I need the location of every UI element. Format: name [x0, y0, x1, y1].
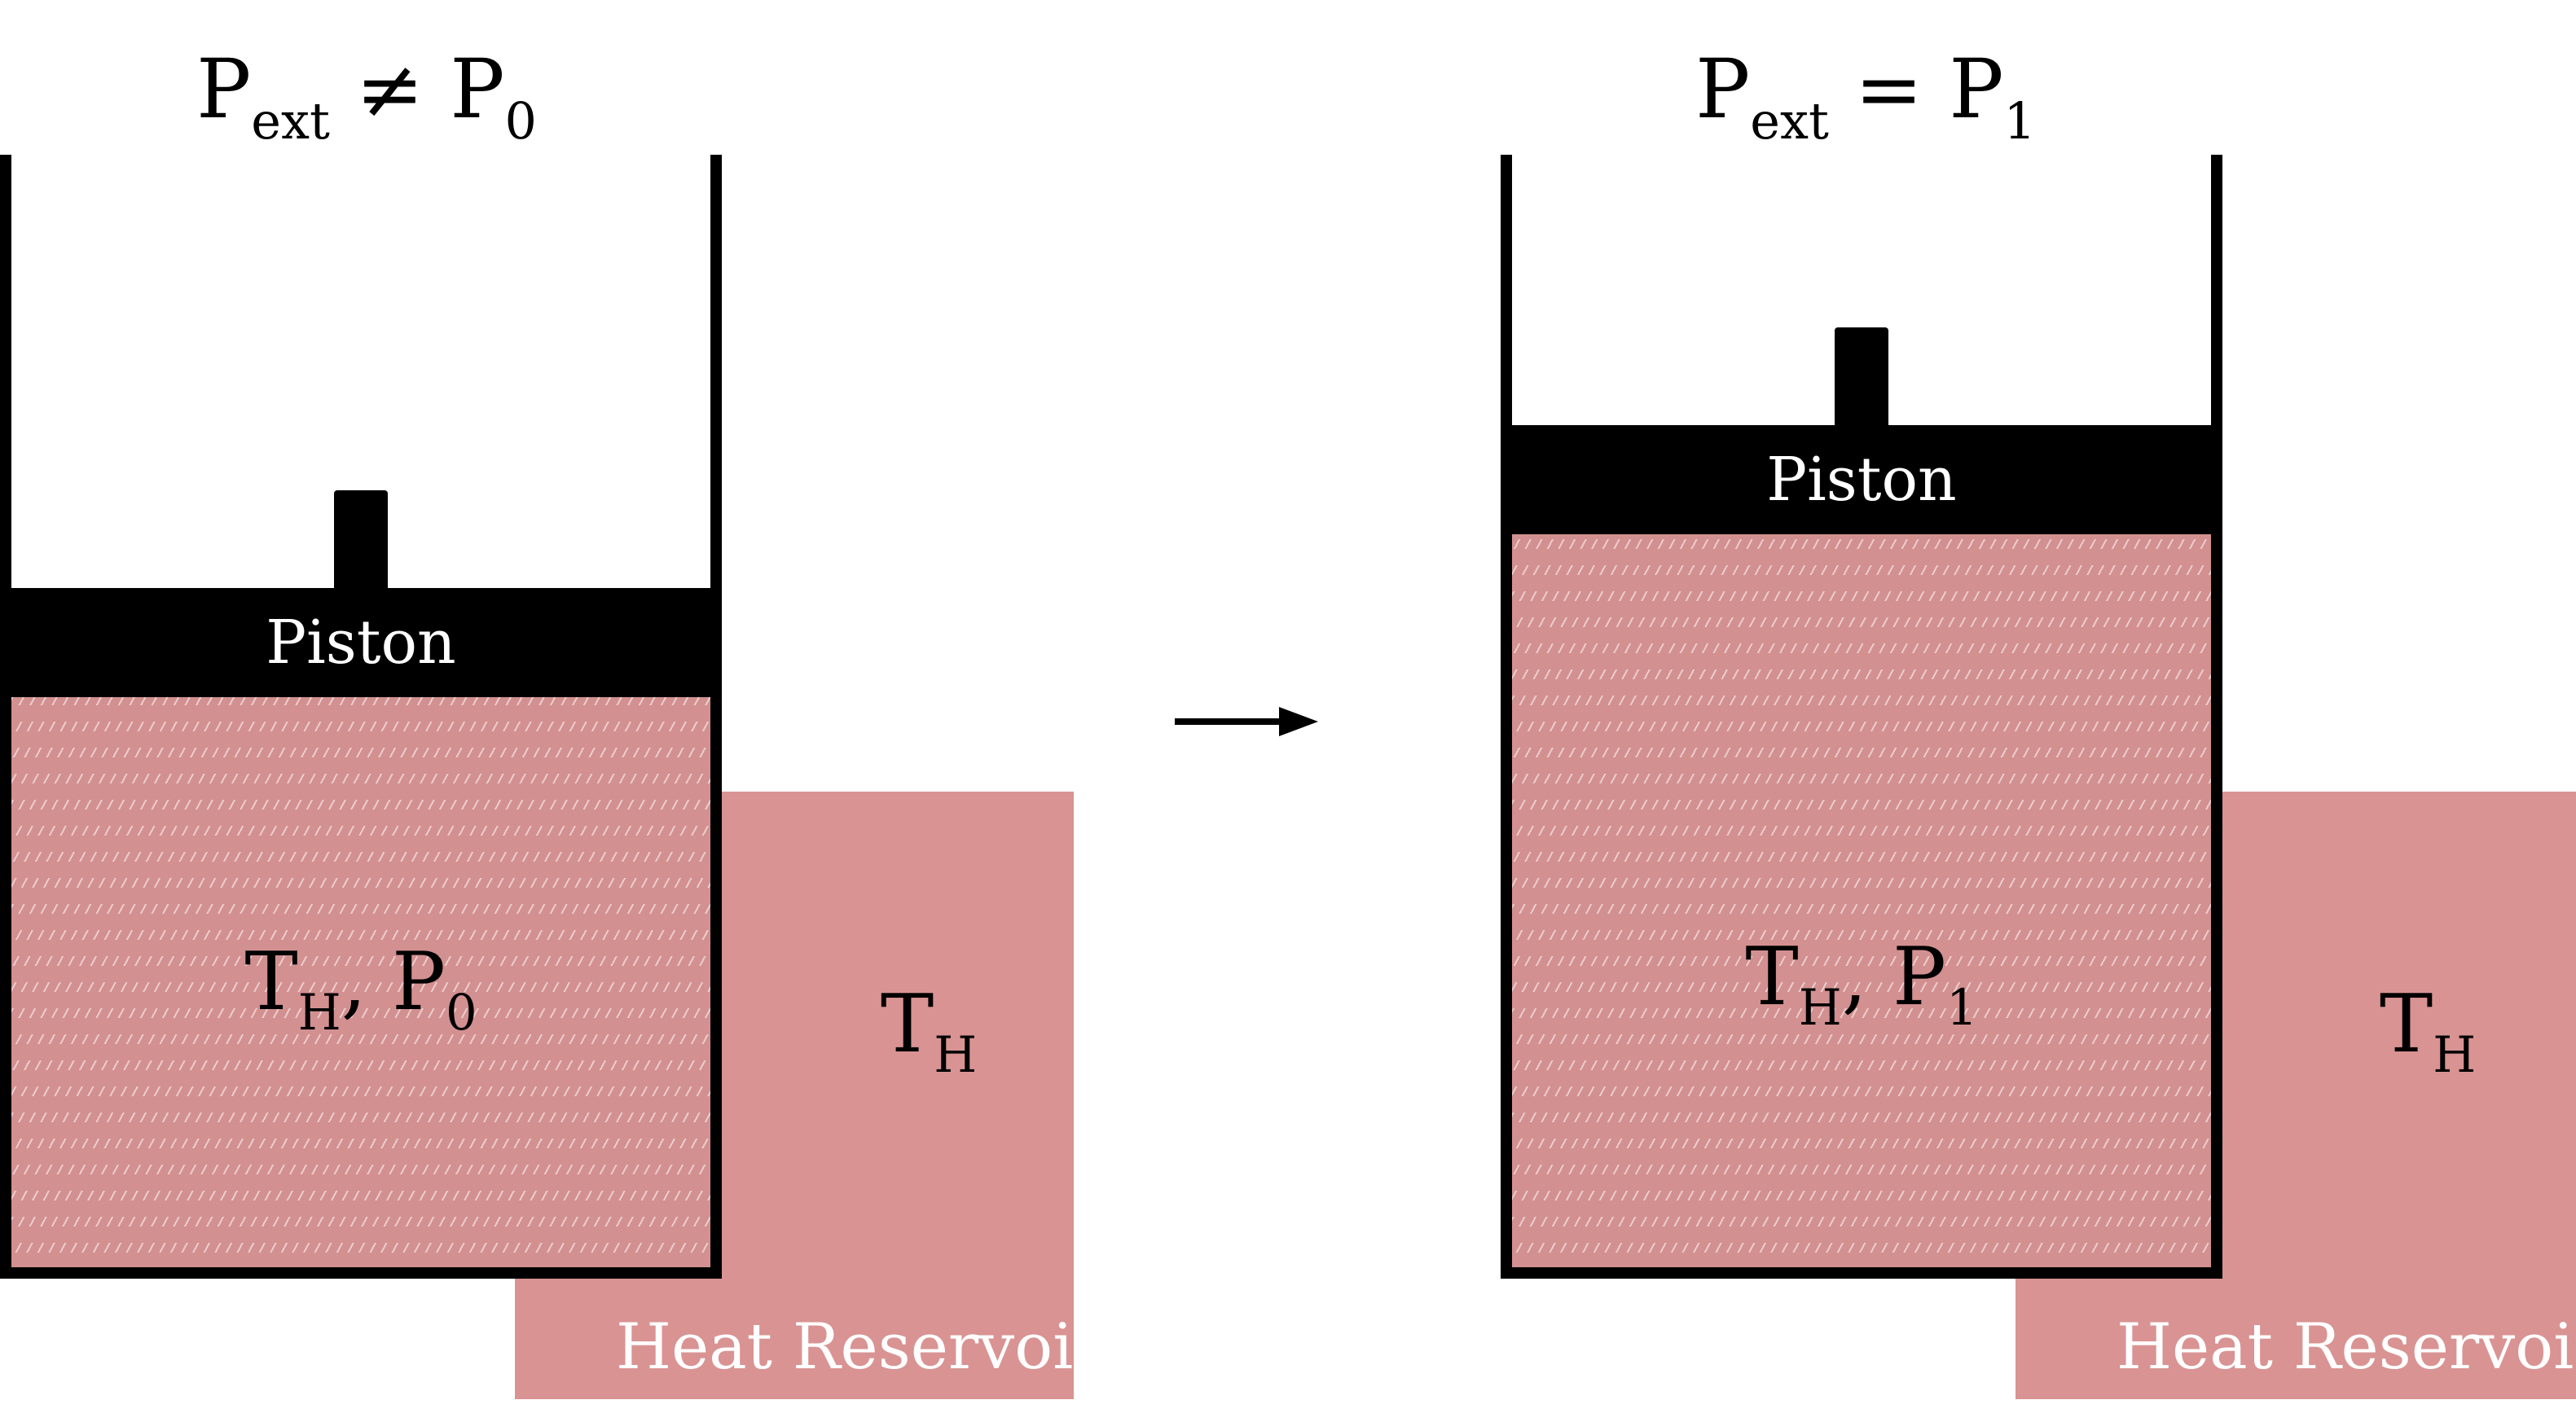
right-arrow-icon [1175, 707, 1318, 736]
right-gas-label: TH, P1 [1745, 931, 1978, 1038]
left-title-subscript: 0 [504, 90, 537, 151]
left-title: Pext ≠ P0 [33, 33, 701, 147]
left-reservoir-label: Heat Reservoir [616, 1310, 1104, 1384]
right-title-relation: = P [1828, 42, 2004, 137]
left-piston-rod [334, 490, 388, 596]
right-reservoir-temp: TH [2379, 978, 2477, 1085]
right-piston-label: Piston [1766, 445, 1957, 515]
left-title-relation: ≠ P [329, 42, 505, 137]
right-title-p: P [1695, 42, 1751, 137]
right-cylinder-wall-right [2211, 155, 2222, 1277]
left-cylinder-bottom [0, 1267, 722, 1279]
left-reservoir-temp: TH [880, 978, 978, 1085]
left-title-p: P [196, 42, 252, 137]
right-title: Pext = P1 [1532, 33, 2200, 147]
right-reservoir-label: Heat Reservoir [2117, 1310, 2576, 1384]
right-piston: Piston [1501, 425, 2222, 534]
left-piston: Piston [0, 588, 722, 697]
left-cylinder-wall-left [0, 155, 11, 1277]
left-cylinder-wall-right [710, 155, 722, 1277]
right-piston-rod [1835, 327, 1888, 433]
left-gas-label: TH, P0 [244, 936, 477, 1042]
right-cylinder-bottom [1501, 1267, 2222, 1279]
right-title-ext: ext [1750, 90, 1829, 151]
left-title-ext: ext [251, 90, 330, 151]
right-gas [1512, 534, 2211, 1269]
right-title-subscript: 1 [2003, 90, 2036, 151]
left-piston-label: Piston [266, 608, 456, 678]
right-cylinder-wall-left [1501, 155, 1512, 1277]
left-gas [11, 697, 710, 1269]
